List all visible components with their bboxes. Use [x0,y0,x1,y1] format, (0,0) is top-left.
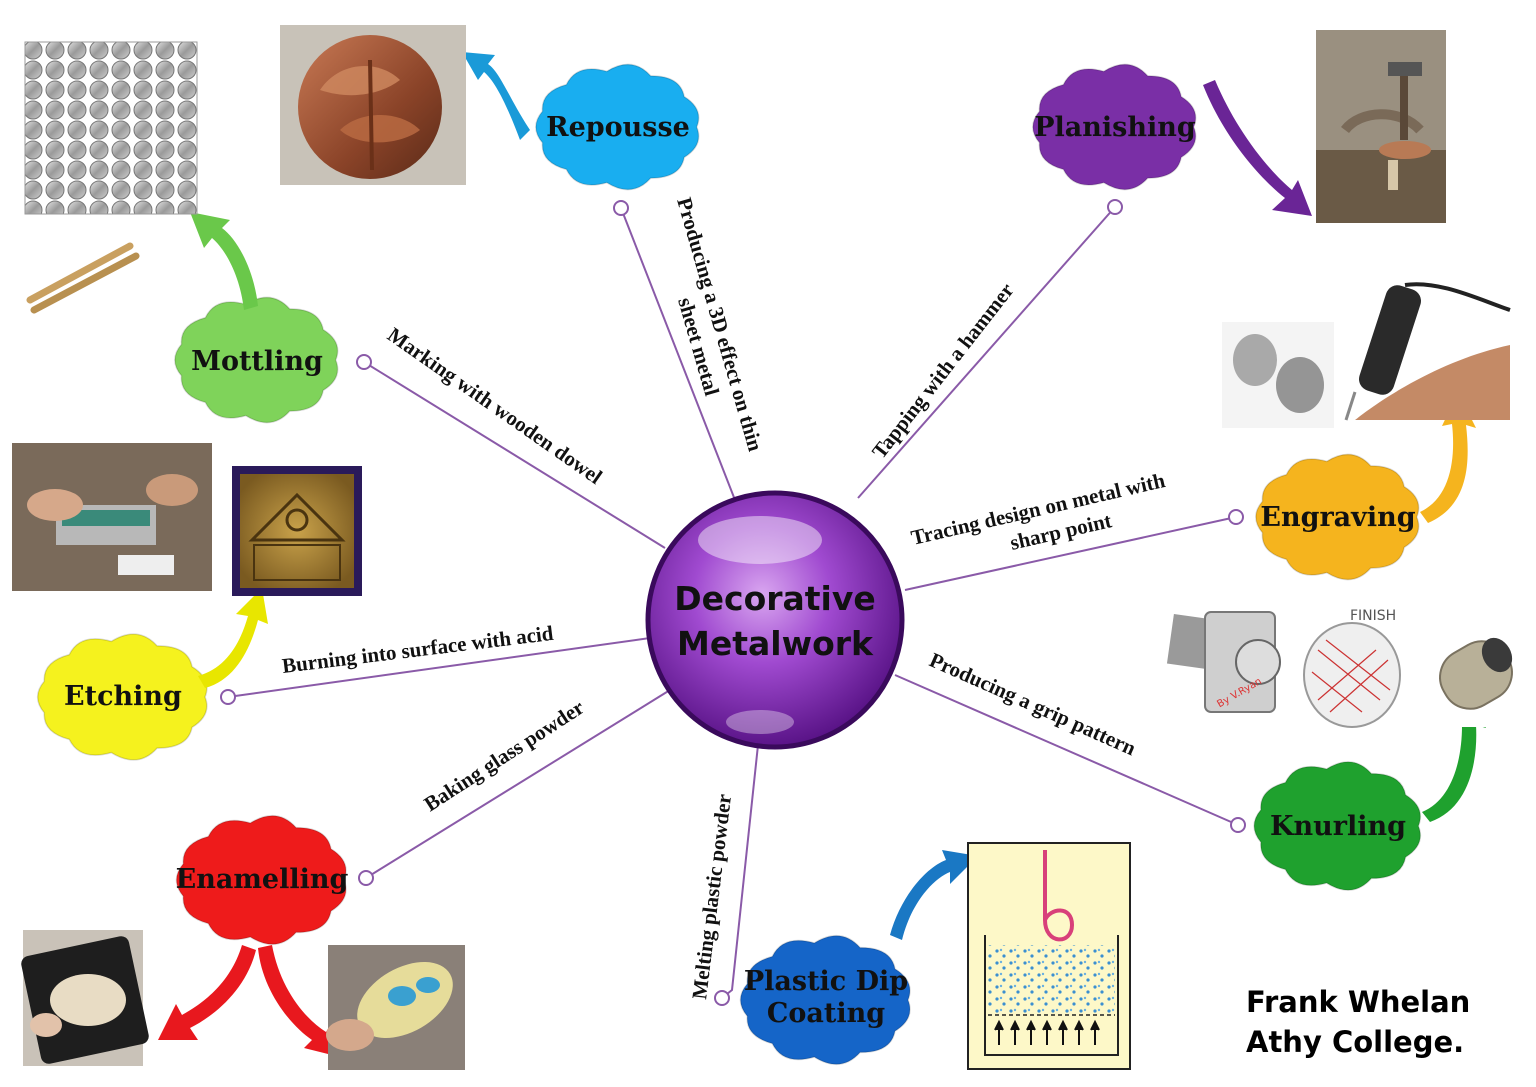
arrow-etching [198,588,268,688]
connector-plastic-dip [721,744,759,999]
hub-title-line1: Decorative [674,579,876,618]
connector-planishing [857,206,1116,499]
author-name: Frank Whelan [1246,985,1471,1019]
connector-etching [227,637,651,698]
connector-engraving [904,516,1237,591]
branch-arrows [158,52,1486,1058]
cloud-label-repousse: Repousse [546,112,690,143]
hub-title-line2: Metalwork [677,624,874,663]
photo-mottling-dowels [26,242,140,314]
arrow-engraving [1420,392,1476,523]
arrow-enamelling-left [158,945,256,1040]
connector-enamelling [365,689,671,879]
cloud-label-plastic-dip: Plastic Dip [744,966,908,997]
edge-label-mottling: Marking with wooden dowel [383,322,607,489]
photo-planishing [1316,30,1446,223]
cloud-engraving [1255,453,1420,581]
connector-repousse [620,207,736,501]
author-school: Athy College. [1246,1025,1465,1059]
edge-label-plastic-dip: Melting plastic powder [687,793,736,1001]
author-credit: Frank Whelan Athy College. [1246,982,1526,1062]
arrow-enamelling-right [258,945,344,1058]
cloud-label-knurling: Knurling [1270,811,1406,842]
photo-knurled-part [1424,625,1530,727]
branch-clouds [36,63,1422,1065]
arrow-mottling [190,212,258,310]
edge-label-planishing: Tapping with a hammer [867,278,1019,463]
cloud-label-engraving: Engraving [1260,502,1415,533]
cloud-label-planishing: Planishing [1034,112,1196,143]
cloud-label-mottling: Mottling [191,346,323,377]
cloud-etching [36,633,208,761]
photo-mottling-sheet [24,41,198,215]
knurl-diagram-label: FINISH [1350,608,1396,624]
photo-repousse [280,25,466,185]
diagram-knurling: By V.Ryan FINISH [1166,608,1401,728]
hub-node: Decorative Metalwork [645,490,905,750]
cloud-mottling [174,296,339,424]
photo-engraving-dogs [1222,322,1334,428]
photo-etching-tank [12,443,212,591]
connector-lines [227,206,1239,999]
photo-engraving-tool [1344,282,1511,421]
photo-enamelling-piece [326,945,465,1070]
connector-knurling [894,674,1239,826]
edge-label-etching: Burning into surface with acid [281,621,555,678]
cloud-planishing [1032,63,1197,191]
edge-label-knurling: Producing a grip pattern [926,648,1140,761]
cloud-repousse [535,63,700,191]
cloud-labels: Repousse Planishing Engraving Knurling P… [64,112,1416,1029]
cloud-plastic-dip [739,935,911,1065]
arrow-repousse [462,52,530,140]
photo-enamelling-tray [21,930,149,1066]
arrow-plastic-dip [890,850,978,940]
arrow-planishing [1203,80,1312,216]
connector-end-circles [220,199,1246,1006]
connector-mottling [363,361,666,549]
photo-etching-plate [232,466,362,596]
cloud-knurling [1253,761,1422,891]
cloud-label-etching: Etching [64,681,182,712]
cloud-label-plastic-dip-line2: Coating [767,998,885,1029]
cloud-enamelling [175,815,347,945]
cloud-label-enamelling: Enamelling [176,864,349,895]
diagram-plastic-dip-tank [967,842,1131,1070]
